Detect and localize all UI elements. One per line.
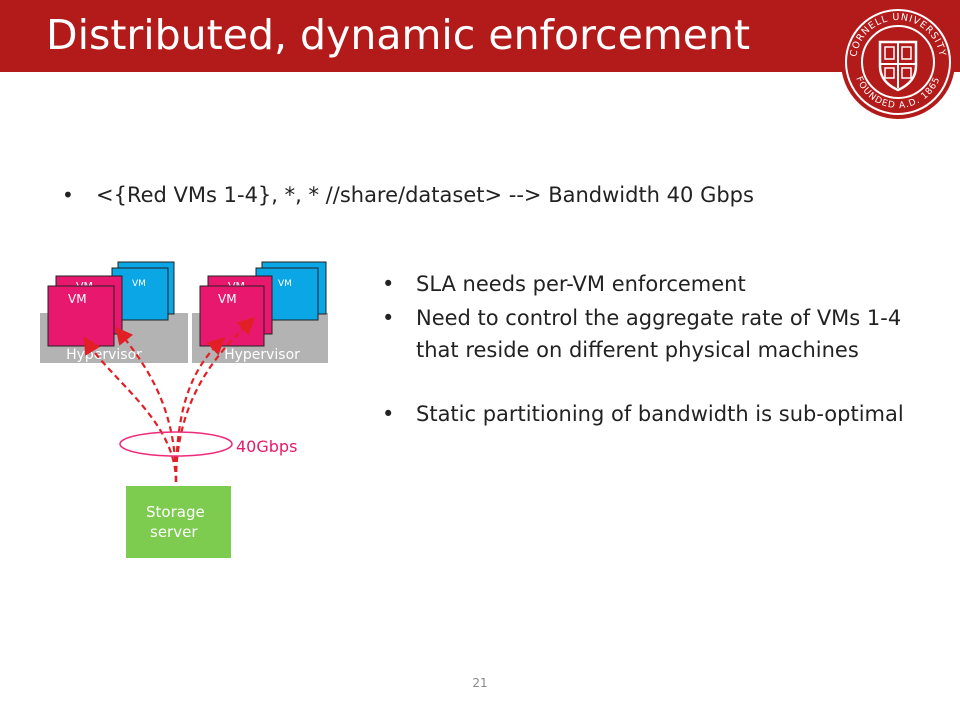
bandwidth-ellipse	[119, 431, 233, 457]
hypervisor-label-right: Hypervisor	[224, 347, 300, 363]
storage-label-line1: Storage	[146, 503, 205, 521]
vm-blue-label-right: VM	[278, 279, 292, 289]
vm-pink-label-right: VM	[218, 292, 237, 306]
bullet-dot: •	[382, 402, 395, 426]
main-bullet-text: <{Red VMs 1-4}, *, * //share/dataset> --…	[96, 183, 754, 207]
arrow-to-vm4	[174, 316, 256, 483]
right-bullet-3-text: Static partitioning of bandwidth is sub-…	[416, 402, 904, 426]
slide-title: Distributed, dynamic enforcement	[46, 11, 751, 59]
title-bar: Distributed, dynamic enforcement	[0, 0, 960, 72]
storage-label-line2: server	[150, 523, 198, 541]
right-bullet-list: • SLA needs per-VM enforcement • Need to…	[382, 268, 912, 430]
vm-pink-label-left: VM	[68, 292, 87, 306]
right-bullet-3: • Static partitioning of bandwidth is su…	[382, 398, 912, 430]
storage-server-box	[126, 486, 231, 558]
right-bullet-1: • SLA needs per-VM enforcement	[382, 268, 912, 300]
bullet-dot: •	[382, 272, 395, 296]
page-number: 21	[472, 676, 488, 690]
vm-pink-right	[199, 285, 265, 347]
vm-pink-left	[47, 285, 115, 347]
bullet-dot: •	[382, 306, 395, 330]
shield-icon	[878, 40, 918, 92]
right-bullet-1-text: SLA needs per-VM enforcement	[416, 272, 746, 296]
right-bullet-2-text: Need to control the aggregate rate of VM…	[416, 306, 902, 362]
arrow-to-vm2	[115, 326, 178, 483]
main-bullet-dot: •	[62, 183, 74, 207]
right-bullet-2: • Need to control the aggregate rate of …	[382, 302, 912, 366]
vm-blue-label-left: VM	[132, 279, 146, 289]
bandwidth-label: 40Gbps	[236, 437, 297, 456]
arrow-to-vm1	[83, 336, 178, 483]
cornell-seal-logo: CORNELL UNIVERSITY FOUNDED A.D. 1865	[841, 5, 955, 119]
hypervisor-label-left: Hypervisor	[66, 347, 142, 363]
